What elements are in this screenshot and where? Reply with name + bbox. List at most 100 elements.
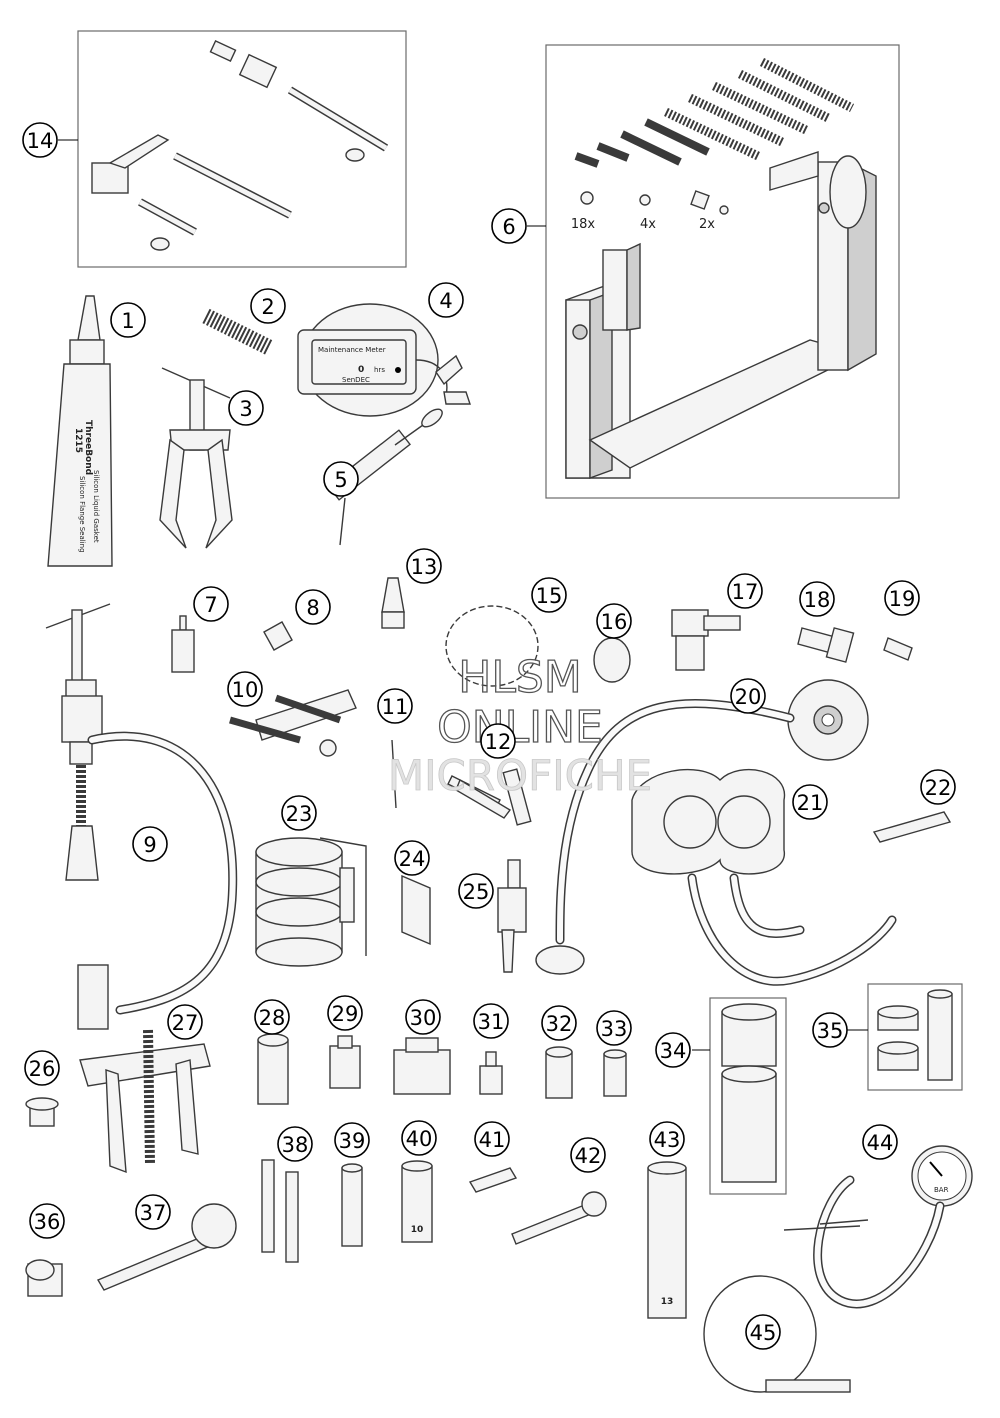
callout-number: 33 xyxy=(601,1017,628,1041)
callout-number: 12 xyxy=(485,730,512,754)
piston-ring-compressor xyxy=(255,837,367,967)
callout-5: 5 xyxy=(323,461,359,497)
callout-number: 25 xyxy=(463,880,490,904)
callout-2: 2 xyxy=(250,288,286,324)
meter-brand: SenDEC xyxy=(342,376,370,384)
callout-12: 12 xyxy=(480,723,516,759)
callout-circle xyxy=(277,1126,313,1162)
meter-title: Maintenance Meter xyxy=(318,346,386,354)
callout-circle xyxy=(22,122,58,158)
callout-25: 25 xyxy=(458,873,494,909)
nozzle-13 xyxy=(381,577,405,629)
callout-number: 10 xyxy=(232,678,259,702)
callout-31: 31 xyxy=(473,1003,509,1039)
callout-42: 42 xyxy=(570,1137,606,1173)
callout-8: 8 xyxy=(295,589,331,625)
callout-circle xyxy=(227,671,263,707)
callout-circle xyxy=(884,580,920,616)
callout-45: 45 xyxy=(745,1314,781,1350)
callout-number: 18 xyxy=(804,588,831,612)
callout-circle xyxy=(920,769,956,805)
feeler-gauge-set xyxy=(447,768,532,826)
callout-number: 42 xyxy=(575,1144,602,1168)
callout-circle xyxy=(730,678,766,714)
callout-number: 1 xyxy=(121,309,134,333)
sealant-tube: ThreeBond 1215 Silicon Liquid Gasket Sil… xyxy=(47,295,113,567)
callout-10: 10 xyxy=(227,671,263,707)
callout-number: 4 xyxy=(439,289,452,313)
engine-stand-6-frame: 18x 4x 2x xyxy=(545,44,900,499)
tool-31 xyxy=(479,1051,503,1095)
callout-circle xyxy=(649,1121,685,1157)
tool-32 xyxy=(545,1046,573,1099)
tool-30 xyxy=(393,1037,451,1095)
callout-15: 15 xyxy=(531,577,567,613)
callout-28: 28 xyxy=(254,999,290,1035)
probe-45 xyxy=(703,1275,851,1393)
plug-19 xyxy=(883,637,913,661)
callout-number: 7 xyxy=(204,593,217,617)
callout-35: 35 xyxy=(812,1012,848,1048)
callout-circle xyxy=(281,795,317,831)
callout-11: 11 xyxy=(377,688,413,724)
tube-desc-2: Silicon Flange Sealing xyxy=(78,476,86,553)
insert-36 xyxy=(25,1259,63,1297)
callout-circle xyxy=(406,548,442,584)
watermark-line-2: ONLINE xyxy=(437,702,603,753)
callout-circle xyxy=(531,577,567,613)
callout-circle xyxy=(167,1004,203,1040)
callout-circle xyxy=(228,390,264,426)
callout-9: 9 xyxy=(132,826,168,862)
callout-number: 39 xyxy=(339,1129,366,1153)
callout-44: 44 xyxy=(862,1124,898,1160)
insert-26 xyxy=(25,1097,59,1127)
callout-number: 23 xyxy=(286,802,313,826)
callout-number: 38 xyxy=(282,1133,309,1157)
callout-14: 14 xyxy=(22,122,58,158)
kit-14-frame xyxy=(77,30,407,268)
callout-circle xyxy=(405,999,441,1035)
small-puller xyxy=(159,367,233,549)
callout-number: 34 xyxy=(660,1039,687,1063)
callout-18: 18 xyxy=(799,581,835,617)
callout-41: 41 xyxy=(474,1121,510,1157)
tool-28 xyxy=(257,1033,289,1105)
callout-circle xyxy=(541,1005,577,1041)
ring-spanner-15 xyxy=(445,605,539,687)
callout-circle xyxy=(193,586,229,622)
callout-32: 32 xyxy=(541,1005,577,1041)
callout-circle xyxy=(110,302,146,338)
maintenance-meter: Maintenance Meter 0 hrs SenDEC xyxy=(297,303,471,417)
callout-number: 35 xyxy=(817,1019,844,1043)
feeler-pin xyxy=(391,739,397,809)
callout-17: 17 xyxy=(727,573,763,609)
plug-18 xyxy=(797,627,855,663)
callout-24: 24 xyxy=(394,840,430,876)
callout-number: 20 xyxy=(735,685,762,709)
callout-38: 38 xyxy=(277,1126,313,1162)
cap-16 xyxy=(593,637,631,683)
degree-disc-20 xyxy=(787,679,869,761)
adapter-17 xyxy=(671,609,741,671)
callout-circle xyxy=(491,208,527,244)
callout-33: 33 xyxy=(596,1010,632,1046)
callout-circle xyxy=(135,1194,171,1230)
callout-16: 16 xyxy=(596,603,632,639)
callout-circle xyxy=(250,288,286,324)
callout-number: 30 xyxy=(410,1006,437,1030)
callout-number: 8 xyxy=(306,596,319,620)
callout-circle xyxy=(24,1050,60,1086)
callout-43: 43 xyxy=(649,1121,685,1157)
meter-reading: 0 xyxy=(358,365,364,375)
callout-circle xyxy=(812,1012,848,1048)
callout-1: 1 xyxy=(110,302,146,338)
callout-number: 28 xyxy=(259,1006,286,1030)
callout-number: 5 xyxy=(334,468,347,492)
callout-number: 2 xyxy=(261,295,274,319)
callout-circle xyxy=(727,573,763,609)
tube-desc-1: Silicon Liquid Gasket xyxy=(92,470,100,543)
tool-33 xyxy=(603,1049,627,1097)
callout-circle xyxy=(799,581,835,617)
callout-6: 6 xyxy=(491,208,527,244)
